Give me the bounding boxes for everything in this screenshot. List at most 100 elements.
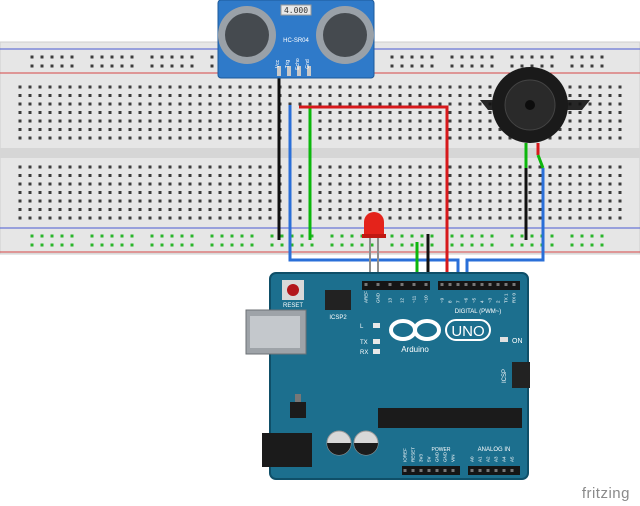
breadboard-hole: [408, 216, 412, 220]
breadboard-hole: [128, 182, 132, 186]
breadboard-hole: [328, 208, 332, 211]
breadboard-hole: [230, 243, 234, 247]
breadboard-hole: [568, 174, 572, 177]
breadboard-hole: [498, 199, 502, 203]
breadboard-hole: [368, 136, 372, 140]
breadboard-hole: [178, 102, 182, 106]
breadboard-hole: [470, 55, 474, 59]
breadboard-hole: [308, 85, 312, 89]
breadboard-hole: [348, 102, 352, 106]
breadboard-holes: [18, 55, 622, 247]
breadboard-hole: [258, 128, 262, 131]
breadboard-hole: [88, 85, 92, 89]
breadboard-hole: [108, 94, 112, 97]
breadboard-hole: [328, 94, 332, 97]
breadboard-hole: [60, 243, 64, 247]
board-led: [373, 323, 380, 328]
breadboard-hole: [460, 64, 464, 68]
breadboard-hole: [608, 199, 612, 203]
breadboard-hole: [418, 111, 422, 114]
breadboard-hole: [368, 94, 372, 97]
analog-pin-label: A0: [470, 456, 475, 462]
breadboard-hole: [58, 191, 62, 194]
breadboard-hole: [378, 94, 382, 97]
breadboard-hole: [128, 191, 132, 194]
breadboard-hole: [498, 208, 502, 211]
breadboard-hole: [240, 234, 244, 238]
breadboard-hole: [298, 165, 302, 169]
header-pin: [424, 283, 428, 286]
breadboard-hole: [318, 208, 322, 211]
sensor-pin-label: Trig: [285, 60, 291, 69]
breadboard-hole: [378, 199, 382, 203]
breadboard-hole: [378, 165, 382, 169]
breadboard-hole: [248, 199, 252, 203]
breadboard-hole: [578, 94, 582, 97]
breadboard-hole: [110, 64, 114, 68]
breadboard-hole: [598, 102, 602, 106]
digital-pin-label: 4: [480, 300, 485, 303]
breadboard-hole: [348, 199, 352, 203]
breadboard-hole: [608, 182, 612, 186]
breadboard-hole: [178, 136, 182, 140]
breadboard-hole: [400, 243, 404, 247]
breadboard-hole: [170, 64, 174, 68]
breadboard-hole: [428, 102, 432, 106]
breadboard-hole: [360, 243, 364, 247]
breadboard-hole: [130, 64, 134, 68]
breadboard-hole: [590, 64, 594, 68]
breadboard-hole: [88, 136, 92, 140]
breadboard-hole: [338, 216, 342, 220]
breadboard-hole: [178, 208, 182, 211]
breadboard-hole: [218, 165, 222, 169]
breadboard-hole: [190, 55, 194, 59]
breadboard-hole: [18, 182, 22, 186]
breadboard-hole: [90, 55, 94, 59]
breadboard-hole: [488, 174, 492, 177]
breadboard-hole: [228, 208, 232, 211]
digital-pin-label: AREF: [364, 291, 369, 303]
breadboard-hole: [388, 136, 392, 140]
sensor-pin: [307, 66, 311, 76]
breadboard-hole: [318, 111, 322, 114]
breadboard-hole: [40, 234, 44, 238]
breadboard-hole: [470, 234, 474, 238]
header-pin: [412, 283, 416, 286]
breadboard-hole: [378, 111, 382, 114]
breadboard-hole: [568, 128, 572, 131]
breadboard-hole: [408, 119, 412, 123]
digital-pin-label: 7: [456, 300, 461, 303]
arduino-logo: UNO Arduino: [389, 319, 491, 354]
breadboard-hole: [348, 85, 352, 89]
breadboard-hole: [480, 55, 484, 59]
breadboard-hole: [18, 199, 22, 203]
breadboard-hole: [588, 199, 592, 203]
breadboard-hole: [188, 119, 192, 123]
breadboard-hole: [160, 55, 164, 59]
breadboard-hole: [398, 165, 402, 169]
breadboard-hole: [168, 191, 172, 194]
breadboard-hole: [358, 85, 362, 89]
breadboard-hole: [148, 128, 152, 131]
header-pin: [512, 283, 516, 286]
breadboard-hole: [210, 55, 214, 59]
breadboard-hole: [338, 128, 342, 131]
breadboard-hole: [490, 234, 494, 238]
breadboard-hole: [258, 111, 262, 114]
breadboard-hole: [28, 165, 32, 169]
breadboard-hole: [288, 94, 292, 97]
breadboard-hole: [408, 111, 412, 114]
breadboard-hole: [98, 165, 102, 169]
breadboard-hole: [328, 111, 332, 114]
breadboard-hole: [420, 234, 424, 238]
breadboard-hole: [588, 165, 592, 169]
breadboard-hole: [298, 128, 302, 131]
breadboard-hole: [518, 191, 522, 194]
breadboard-hole: [158, 174, 162, 177]
breadboard-hole: [428, 216, 432, 220]
breadboard-hole: [608, 174, 612, 177]
breadboard-hole: [578, 119, 582, 123]
breadboard-hole: [248, 111, 252, 114]
breadboard-hole: [228, 85, 232, 89]
breadboard-hole: [68, 216, 72, 220]
